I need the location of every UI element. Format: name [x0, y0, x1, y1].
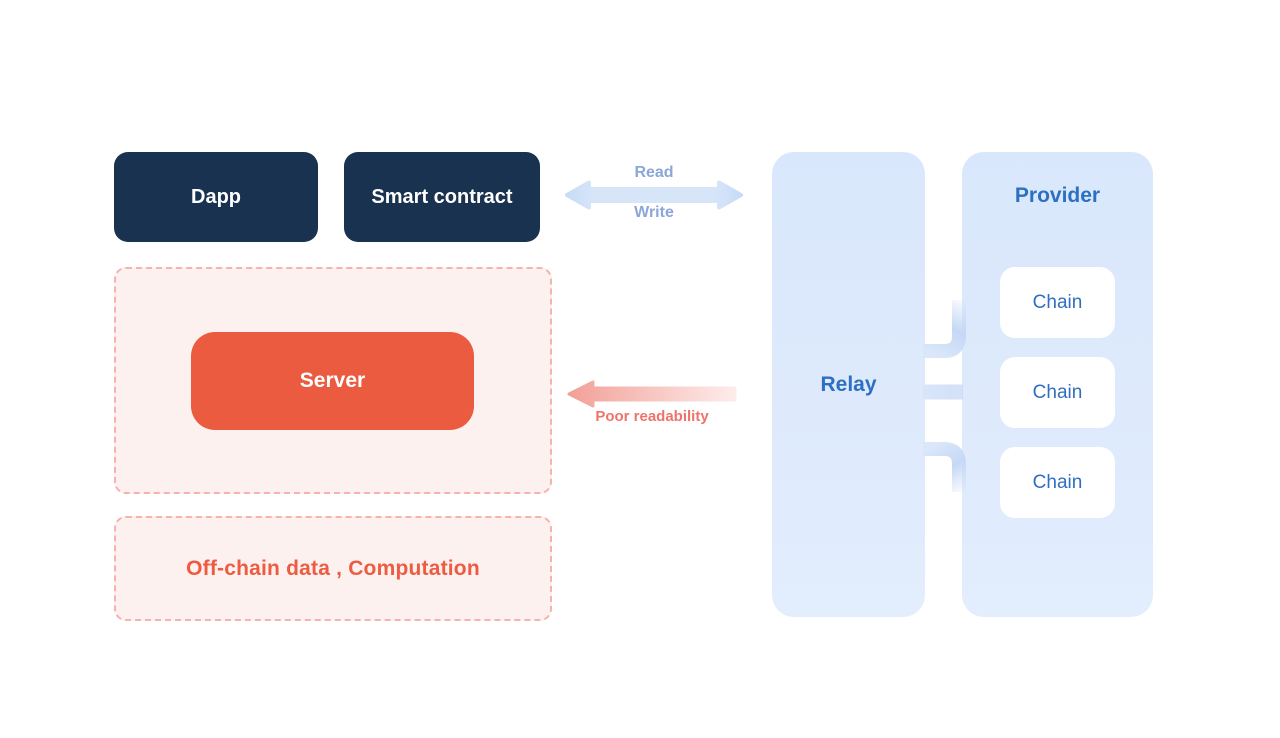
- dapp-node: Dapp: [114, 152, 318, 242]
- chain-node: Chain: [1000, 357, 1115, 428]
- smart-contract-node: Smart contract: [344, 152, 540, 242]
- pipe-bottom: [923, 442, 966, 492]
- dapp-label: Dapp: [191, 185, 241, 208]
- chain-label: Chain: [1032, 381, 1083, 403]
- chain-node: Chain: [1000, 267, 1115, 338]
- chain-label: Chain: [1032, 291, 1083, 313]
- chain-label: Chain: [1032, 471, 1083, 493]
- server-node: Server: [191, 332, 474, 430]
- provider-label: Provider: [1014, 184, 1101, 207]
- read-write-arrow-icon: [565, 180, 743, 210]
- poor-readability-label: Poor readability: [595, 408, 709, 425]
- read-label: Read: [634, 164, 674, 181]
- poor-readability-arrow-icon: [567, 380, 737, 408]
- smart-contract-label: Smart contract: [371, 185, 513, 208]
- write-label: Write: [634, 204, 674, 221]
- server-label: Server: [299, 369, 366, 392]
- relay-label: Relay: [820, 372, 877, 396]
- offchain-label: Off-chain data , Computation: [186, 556, 480, 580]
- chain-node: Chain: [1000, 447, 1115, 518]
- relay-node: Relay: [772, 152, 925, 617]
- pipe-top: [923, 300, 966, 358]
- offchain-container: Off-chain data , Computation: [114, 516, 552, 621]
